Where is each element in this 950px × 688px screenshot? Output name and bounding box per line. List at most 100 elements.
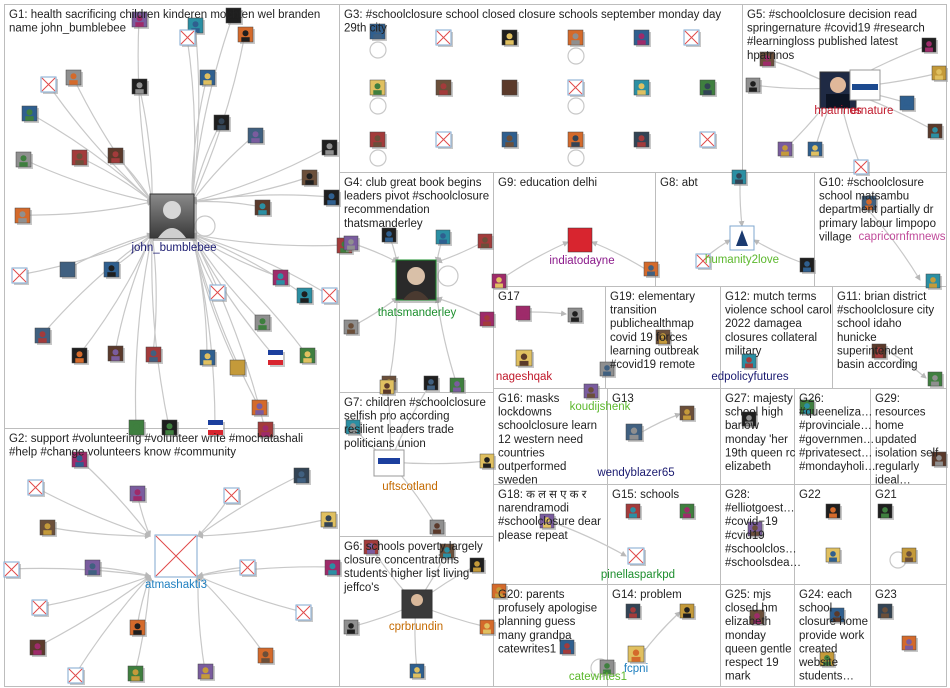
g3-user-avatar[interactable]	[699, 79, 717, 97]
g1-user-avatar[interactable]	[321, 287, 339, 305]
small-group-user-avatar[interactable]	[741, 411, 758, 428]
g1-user-avatar[interactable]	[257, 421, 275, 439]
hub-atmashakti3[interactable]	[154, 534, 198, 578]
g5-user-avatar[interactable]	[931, 65, 948, 82]
node-label-fcpni[interactable]: fcpni	[624, 663, 648, 675]
g1-user-avatar[interactable]	[254, 314, 272, 332]
g2-user-avatar[interactable]	[67, 667, 85, 685]
g3-user-avatar[interactable]	[633, 79, 651, 97]
g7-user-avatar[interactable]	[429, 519, 446, 536]
g1-user-avatar[interactable]	[296, 287, 314, 305]
g10-user-avatar[interactable]	[861, 195, 878, 212]
g2-user-avatar[interactable]	[320, 511, 338, 529]
node-label-atma[interactable]: atmashakti3	[145, 579, 207, 591]
g3-user-avatar[interactable]	[633, 131, 651, 149]
small-group-user-avatar[interactable]	[747, 521, 764, 538]
g14-user-avatar[interactable]	[679, 603, 696, 620]
hub-indiatodayne[interactable]	[567, 227, 593, 253]
g1-user-avatar[interactable]	[11, 267, 29, 285]
g1-user-avatar[interactable]	[213, 114, 231, 132]
g2-user-avatar[interactable]	[197, 663, 215, 681]
g8-user-avatar[interactable]	[695, 253, 712, 270]
g20-user-avatar[interactable]	[491, 583, 508, 600]
node-label-nageshqak[interactable]: nageshqak	[496, 371, 553, 383]
g1-user-avatar[interactable]	[15, 151, 33, 169]
g20-user-avatar[interactable]	[559, 639, 576, 656]
g3-user-avatar[interactable]	[683, 29, 701, 47]
g8-user-avatar[interactable]	[731, 169, 748, 186]
g1-user-avatar[interactable]	[179, 29, 197, 47]
small-group-user-avatar[interactable]	[877, 503, 894, 520]
g3-user-avatar[interactable]	[567, 29, 585, 47]
g12-user-avatar[interactable]	[741, 353, 758, 370]
g19-user-avatar[interactable]	[599, 361, 616, 378]
g4-user-avatar[interactable]	[343, 235, 360, 252]
g1-user-avatar[interactable]	[237, 26, 255, 44]
g7-user-avatar[interactable]	[423, 375, 440, 392]
g5-user-avatar[interactable]	[927, 123, 944, 140]
g17-user-avatar[interactable]	[515, 305, 532, 322]
g2-user-avatar[interactable]	[239, 559, 257, 577]
g17-user-avatar[interactable]	[567, 307, 584, 324]
g2-user-avatar[interactable]	[324, 559, 342, 577]
g4-user-avatar[interactable]	[477, 233, 494, 250]
g5-user-avatar[interactable]	[759, 51, 776, 68]
g3-user-avatar[interactable]	[567, 131, 585, 149]
g9-user-avatar[interactable]	[491, 273, 508, 290]
node-label-koudijshenk[interactable]: koudijshenk	[570, 401, 631, 413]
g20-user-avatar[interactable]	[599, 659, 616, 676]
g13-user-avatar[interactable]	[679, 405, 696, 422]
g9-user-avatar[interactable]	[643, 261, 660, 278]
g6-user-avatar[interactable]	[363, 539, 380, 556]
small-group-user-avatar[interactable]	[901, 635, 918, 652]
g1-user-avatar[interactable]	[107, 147, 125, 165]
node-label-cprbrundin[interactable]: cprbrundin	[389, 621, 443, 633]
g1-user-avatar[interactable]	[71, 347, 89, 365]
g6-user-avatar[interactable]	[439, 543, 456, 560]
hub-humanity2love[interactable]	[729, 225, 755, 251]
node-label-edpolicyfutures[interactable]: edpolicyfutures	[711, 371, 789, 383]
g11-user-avatar[interactable]	[927, 371, 944, 388]
g2-user-avatar[interactable]	[129, 619, 147, 637]
g6-user-avatar[interactable]	[479, 619, 496, 636]
g2-user-avatar[interactable]	[71, 451, 89, 469]
g1-user-avatar[interactable]	[71, 149, 89, 167]
g7-user-avatar[interactable]	[345, 419, 362, 436]
g5-user-avatar[interactable]	[745, 77, 762, 94]
g17-user-avatar[interactable]	[515, 349, 534, 368]
g3-user-avatar[interactable]	[501, 29, 519, 47]
g1-user-avatar[interactable]	[251, 399, 269, 417]
g1-user-avatar[interactable]	[247, 127, 265, 145]
hub-thatsmanderley[interactable]	[395, 259, 439, 303]
g1-user-avatar[interactable]	[299, 347, 317, 365]
g1-user-avatar[interactable]	[34, 327, 52, 345]
g1-user-avatar[interactable]	[208, 420, 225, 437]
g1-user-avatar[interactable]	[199, 69, 217, 87]
g10-user-avatar[interactable]	[925, 273, 942, 290]
g5-user-avatar[interactable]	[807, 141, 824, 158]
small-group-user-avatar[interactable]	[877, 603, 894, 620]
g5-user-avatar[interactable]	[899, 95, 916, 112]
g2-user-avatar[interactable]	[127, 665, 145, 683]
g4-user-avatar[interactable]	[479, 311, 496, 328]
g1-user-avatar[interactable]	[21, 105, 39, 123]
g6-user-avatar[interactable]	[469, 557, 486, 574]
g8-user-avatar[interactable]	[799, 257, 816, 274]
g7-user-avatar[interactable]	[379, 379, 396, 396]
g2-user-avatar[interactable]	[293, 467, 311, 485]
g1-user-avatar[interactable]	[268, 350, 285, 367]
g3-user-avatar[interactable]	[501, 131, 519, 149]
g1-user-avatar[interactable]	[131, 78, 149, 96]
g1-user-avatar[interactable]	[209, 284, 227, 302]
node-label-indiatodayne[interactable]: indiatodayne	[549, 255, 614, 267]
g1-user-avatar[interactable]	[107, 345, 125, 363]
hub-uftscotland[interactable]	[373, 449, 405, 477]
g1-user-avatar[interactable]	[59, 261, 77, 279]
g3-user-avatar[interactable]	[501, 79, 519, 97]
g3-user-avatar[interactable]	[633, 29, 651, 47]
g13-user-avatar[interactable]	[625, 423, 644, 442]
small-group-user-avatar[interactable]	[931, 451, 948, 468]
g1-user-avatar[interactable]	[321, 139, 339, 157]
g7-user-avatar[interactable]	[479, 453, 496, 470]
g3-user-avatar[interactable]	[435, 131, 453, 149]
